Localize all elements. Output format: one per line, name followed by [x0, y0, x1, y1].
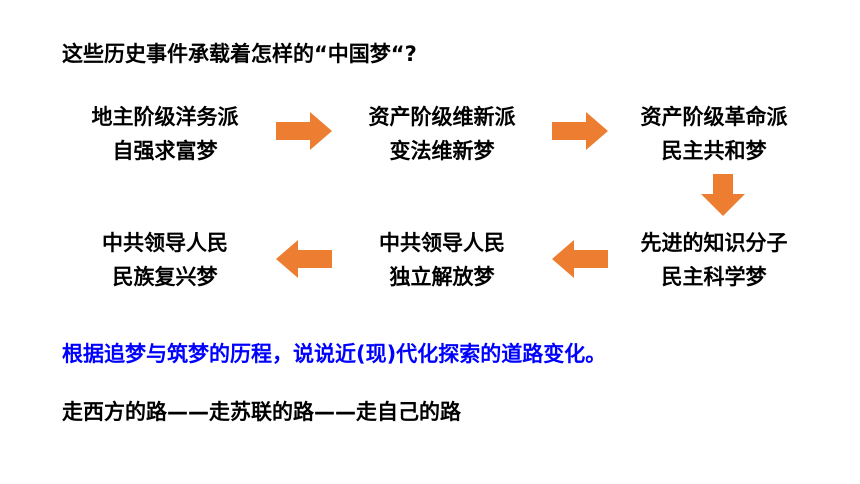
node-weixin-line1: 资产阶级维新派	[368, 105, 516, 129]
arrow-left-1-shape	[552, 240, 608, 278]
slide-title: 这些历史事件承载着怎样的“中国梦“?	[62, 42, 417, 66]
arrow-right-2-icon	[552, 112, 608, 150]
node-geming: 资产阶级革命派 民主共和梦	[614, 100, 814, 168]
answer-text: 走西方的路——走苏联的路——走自己的路	[62, 400, 461, 424]
arrow-down-icon	[701, 174, 745, 216]
arrow-down-shape	[701, 174, 745, 216]
question-text: 根据追梦与筑梦的历程，说说近(现)代化探索的道路变化。	[62, 342, 607, 366]
node-weixin-line2: 变法维新梦	[389, 139, 495, 163]
arrow-left-2-shape	[276, 240, 332, 278]
arrow-right-2-shape	[552, 112, 608, 150]
arrow-left-1-icon	[552, 240, 608, 278]
node-jiefang-line1: 中共领导人民	[379, 231, 505, 255]
node-jiefang-line2: 独立解放梦	[389, 265, 495, 289]
node-fuxing-line1: 中共领导人民	[102, 231, 228, 255]
node-jiefang: 中共领导人民 独立解放梦	[342, 226, 542, 294]
arrow-right-1-icon	[276, 112, 332, 150]
node-kexue-line1: 先进的知识分子	[640, 231, 788, 255]
node-yangwu-line1: 地主阶级洋务派	[91, 105, 239, 129]
node-fuxing-line2: 民族复兴梦	[112, 265, 218, 289]
node-kexue-line2: 民主科学梦	[661, 265, 767, 289]
node-geming-line1: 资产阶级革命派	[640, 105, 788, 129]
node-fuxing: 中共领导人民 民族复兴梦	[65, 226, 265, 294]
node-weixin: 资产阶级维新派 变法维新梦	[342, 100, 542, 168]
arrow-left-2-icon	[276, 240, 332, 278]
node-yangwu-line2: 自强求富梦	[112, 139, 218, 163]
node-geming-line2: 民主共和梦	[661, 139, 767, 163]
arrow-right-1-shape	[276, 112, 332, 150]
node-kexue: 先进的知识分子 民主科学梦	[614, 226, 814, 294]
node-yangwu: 地主阶级洋务派 自强求富梦	[65, 100, 265, 168]
